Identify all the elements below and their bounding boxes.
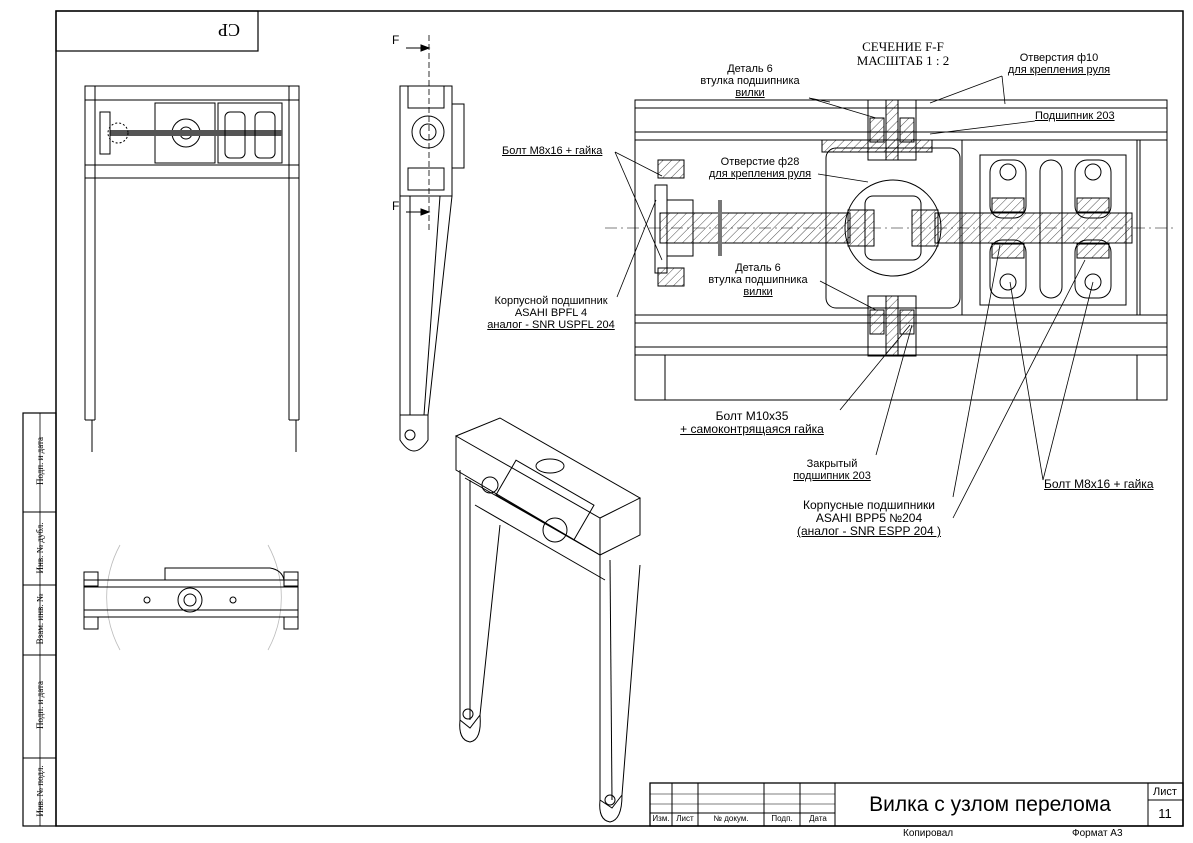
callout-closed-bearing: Закрытый подшипник 203 [793,458,871,482]
callout-line: втулка подшипника [708,274,808,286]
callout-line: (аналог - SNR ESPP 204 ) [797,524,941,538]
callout-line: вилки [743,286,773,298]
column-izm: Изм. [652,814,670,823]
callout-holes-d10: Отверстия ф10 для крепления руля [1008,52,1110,76]
callout-bolt-m8-left: Болт М8х16 + гайка [502,145,603,157]
column-list: Лист [676,814,694,823]
callout-housing-bearings: Корпусные подшипники ASAHI BPP5 №204 (ан… [797,499,941,538]
section-title-line2: МАСШТАБ 1 : 2 [856,53,950,68]
front-view-drawing [84,85,300,452]
callout-line: Корпусной подшипник [494,295,608,307]
title-block [649,782,1184,827]
callout-detail6-bottom: Деталь 6 втулка подшипника вилки [708,262,807,298]
callout-line: втулка подшипника [700,75,800,87]
sheet-number: 11 [1158,806,1172,821]
callout-line: Отверстие ф28 [720,156,800,168]
callout-housing-bearing-left: Корпусной подшипник ASAHI BPFL 4 аналог … [487,295,615,331]
side-stamp-cell-1: Подп. и дата [35,436,45,486]
callout-line: ASAHI BPFL 4 [514,307,588,319]
callout-bolt-m8-right: Болт М8х16 + гайка [1044,477,1154,491]
callout-bolt-m10: Болт М10х35 + самоконтрящаяся гайка [680,410,824,436]
copied-label: Копировал [903,828,954,839]
stamp-label: СР [218,20,241,40]
view-label-bottom: F [392,199,400,213]
callout-line: Деталь 6 [727,63,773,75]
drawing-title: Вилка с узлом перелома [869,793,1111,816]
column-date: Дата [809,814,827,823]
isometric-view-drawing [454,417,642,823]
callout-line: + самоконтрящаяся гайка [680,422,824,436]
side-stamp-cell-5: Инв. № подл. [35,765,45,817]
top-view-drawing [83,544,299,651]
callout-line: Закрытый [806,458,858,470]
callout-line: для крепления руля [708,168,812,180]
side-view-drawing [399,35,465,452]
section-title-line1: СЕЧЕНИЕ F-F [862,39,944,54]
column-signature: Подп. [771,814,793,823]
section-title: СЕЧЕНИЕ F-F МАСШТАБ 1 : 2 [857,40,950,68]
section-view-drawing [605,99,1175,401]
callout-hole-d28: Отверстие ф28 для крепления руля [709,156,811,180]
format-label: Формат А3 [1072,828,1123,839]
callout-line: подшипник 203 [793,470,871,482]
callout-line: Корпусные подшипники [803,498,935,512]
callout-line: Болт М10х35 [715,409,789,423]
callout-line: ASAHI BPP5 №204 [815,511,923,525]
callout-line: вилки [735,87,765,99]
sheet-frame [22,10,1184,827]
column-doc-number: № докум. [713,814,749,823]
sheet-label: Лист [1153,786,1177,798]
callout-line: Деталь 6 [735,262,781,274]
callout-detail6-top: Деталь 6 втулка подшипника вилки [700,63,799,99]
leader-lines [614,75,1094,519]
callout-line: Отверстия ф10 [1019,52,1099,64]
callout-bearing-203: Подшипник 203 [1035,110,1115,122]
view-label-top: F [392,33,400,47]
side-stamp-cell-3: Взам. инв. № [35,593,45,645]
callout-line: аналог - SNR USPFL 204 [487,319,615,331]
side-stamp-cell-4: Подп. и дата [35,680,45,730]
callout-line: для крепления руля [1007,64,1111,76]
